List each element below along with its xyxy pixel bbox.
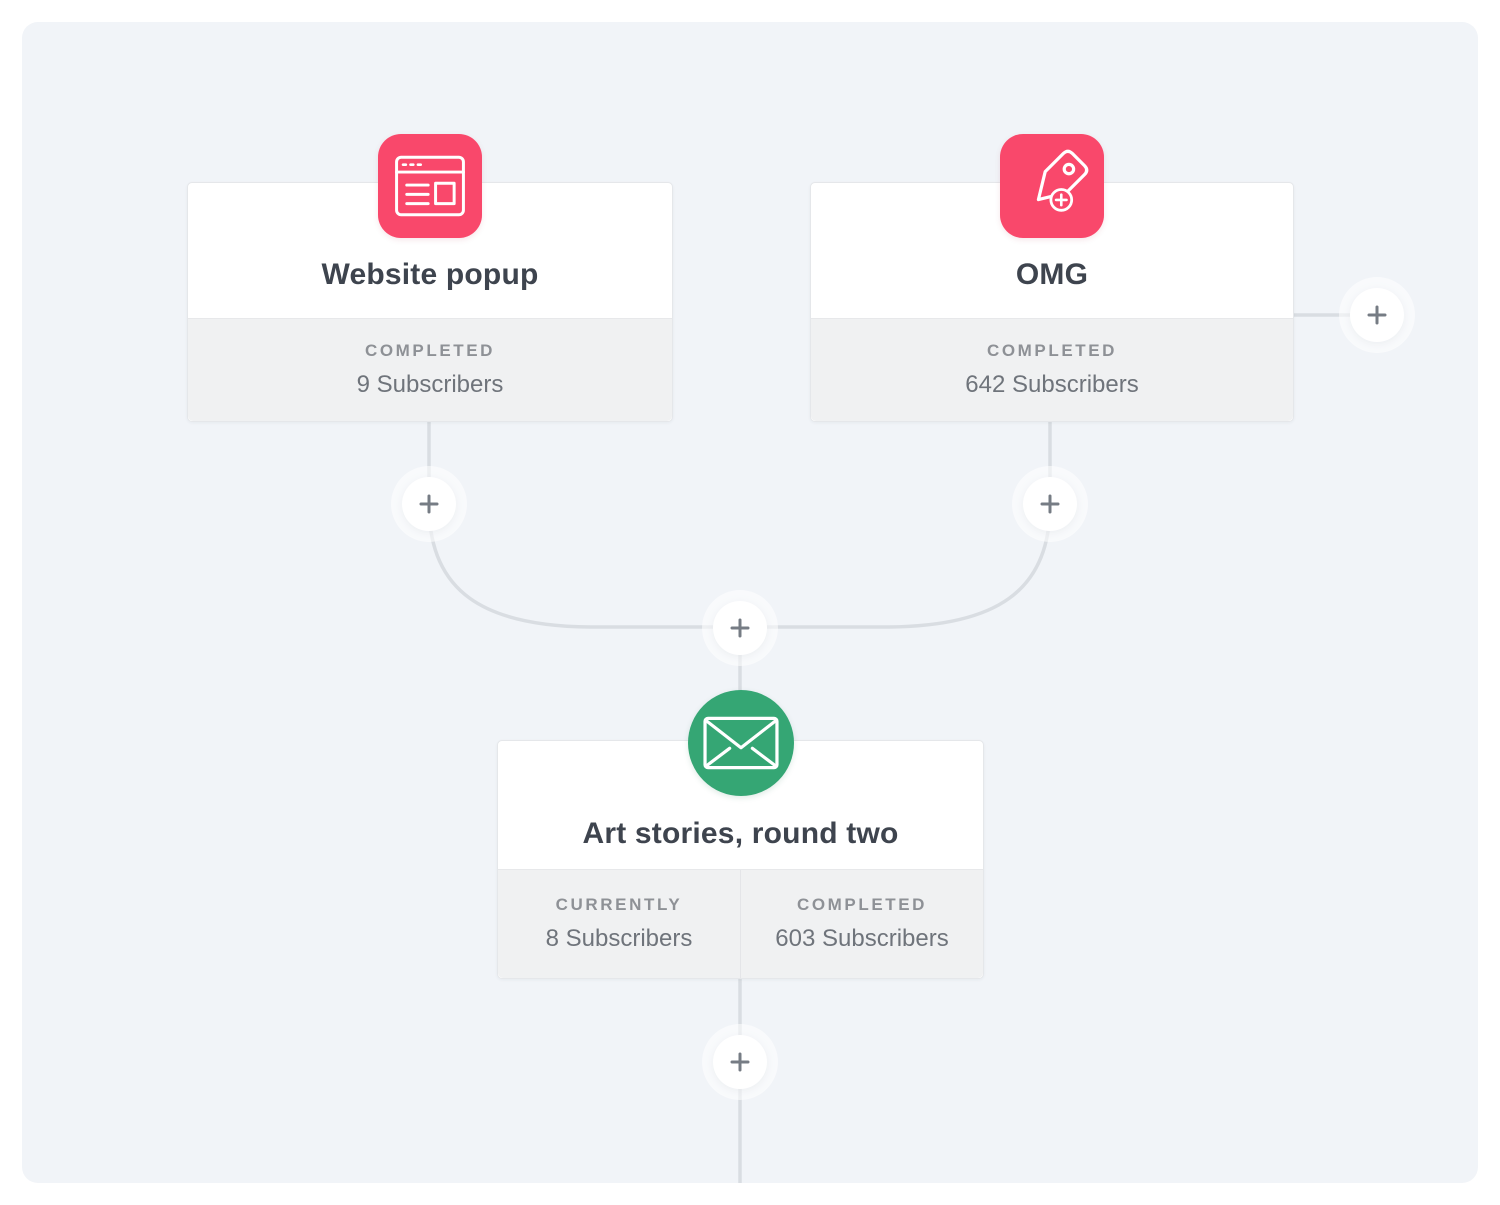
stat-currently: CURRENTLY 8 Subscribers	[498, 870, 740, 978]
add-button-after-omg[interactable]	[1023, 477, 1077, 531]
automation-canvas[interactable]: Website popup COMPLETED 9 Subscribers	[22, 22, 1478, 1183]
node-stats: COMPLETED 9 Subscribers	[188, 318, 672, 421]
connector-left-curve	[427, 504, 742, 629]
connector-right-curve	[738, 504, 1052, 629]
add-button-merge[interactable]	[713, 601, 767, 655]
node-title: Art stories, round two	[582, 817, 899, 850]
node-title: OMG	[1015, 257, 1089, 291]
tag-add-icon	[1000, 134, 1104, 238]
stat-label: CURRENTLY	[555, 895, 683, 914]
node-title: Website popup	[321, 257, 539, 291]
plus-icon	[1367, 305, 1387, 325]
plus-icon	[730, 618, 750, 638]
node-card-omg[interactable]: OMG COMPLETED 642 Subscribers	[810, 134, 1294, 422]
node-card-art-stories[interactable]: Art stories, round two CURRENTLY 8 Subsc…	[497, 690, 984, 979]
node-stats: COMPLETED 642 Subscribers	[811, 318, 1293, 421]
add-button-after-website-popup[interactable]	[402, 477, 456, 531]
plus-icon	[730, 1052, 750, 1072]
stat-completed: COMPLETED 642 Subscribers	[811, 319, 1293, 421]
plus-icon	[419, 494, 439, 514]
browser-window-icon	[378, 134, 482, 238]
stat-label: COMPLETED	[364, 341, 496, 360]
node-stats: CURRENTLY 8 Subscribers COMPLETED 603 Su…	[498, 869, 983, 978]
stat-value: 603 Subscribers	[775, 925, 949, 952]
stat-completed: COMPLETED 9 Subscribers	[188, 319, 672, 421]
stat-completed: COMPLETED 603 Subscribers	[740, 870, 983, 978]
stat-value: 9 Subscribers	[356, 371, 504, 398]
add-button-after-art-stories[interactable]	[713, 1035, 767, 1089]
node-card-website-popup[interactable]: Website popup COMPLETED 9 Subscribers	[187, 134, 673, 422]
stat-value: 642 Subscribers	[965, 371, 1139, 398]
stat-label: COMPLETED	[796, 895, 928, 914]
plus-icon	[1040, 494, 1060, 514]
stat-label: COMPLETED	[986, 341, 1118, 360]
add-button-right-of-omg[interactable]	[1350, 288, 1404, 342]
stat-value: 8 Subscribers	[545, 925, 693, 952]
envelope-icon	[687, 690, 794, 796]
